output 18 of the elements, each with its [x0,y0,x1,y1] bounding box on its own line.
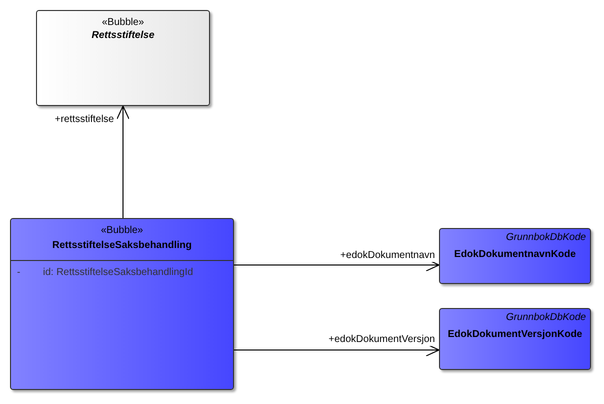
class-name: EdokDokumentVersjonKode [446,328,584,341]
stereotype-label: GrunnbokDbKode [504,311,587,324]
class-box [36,10,210,106]
edge-label: +edokDokumentVersjon [328,334,436,346]
class-box [10,218,234,390]
class-box [439,308,591,370]
stereotype-label: «Bubble» [100,225,144,237]
edge-label: +edokDokumentnavn [339,250,436,262]
visibility-marker: - [17,267,22,279]
association-arrow [234,344,440,356]
stereotype-label: «Bubble» [100,17,146,29]
class-box [439,228,591,284]
class-name: RettsstiftelseSaksbehandling [51,239,193,252]
class-name: EdokDokumentnavnKode [453,248,577,261]
attribute-text: id: RettsstiftelseSaksbehandlingId [43,267,194,279]
stereotype-label: GrunnbokDbKode [504,231,587,244]
association-arrow [116,106,130,218]
class-name: Rettsstiftelse [90,29,156,42]
